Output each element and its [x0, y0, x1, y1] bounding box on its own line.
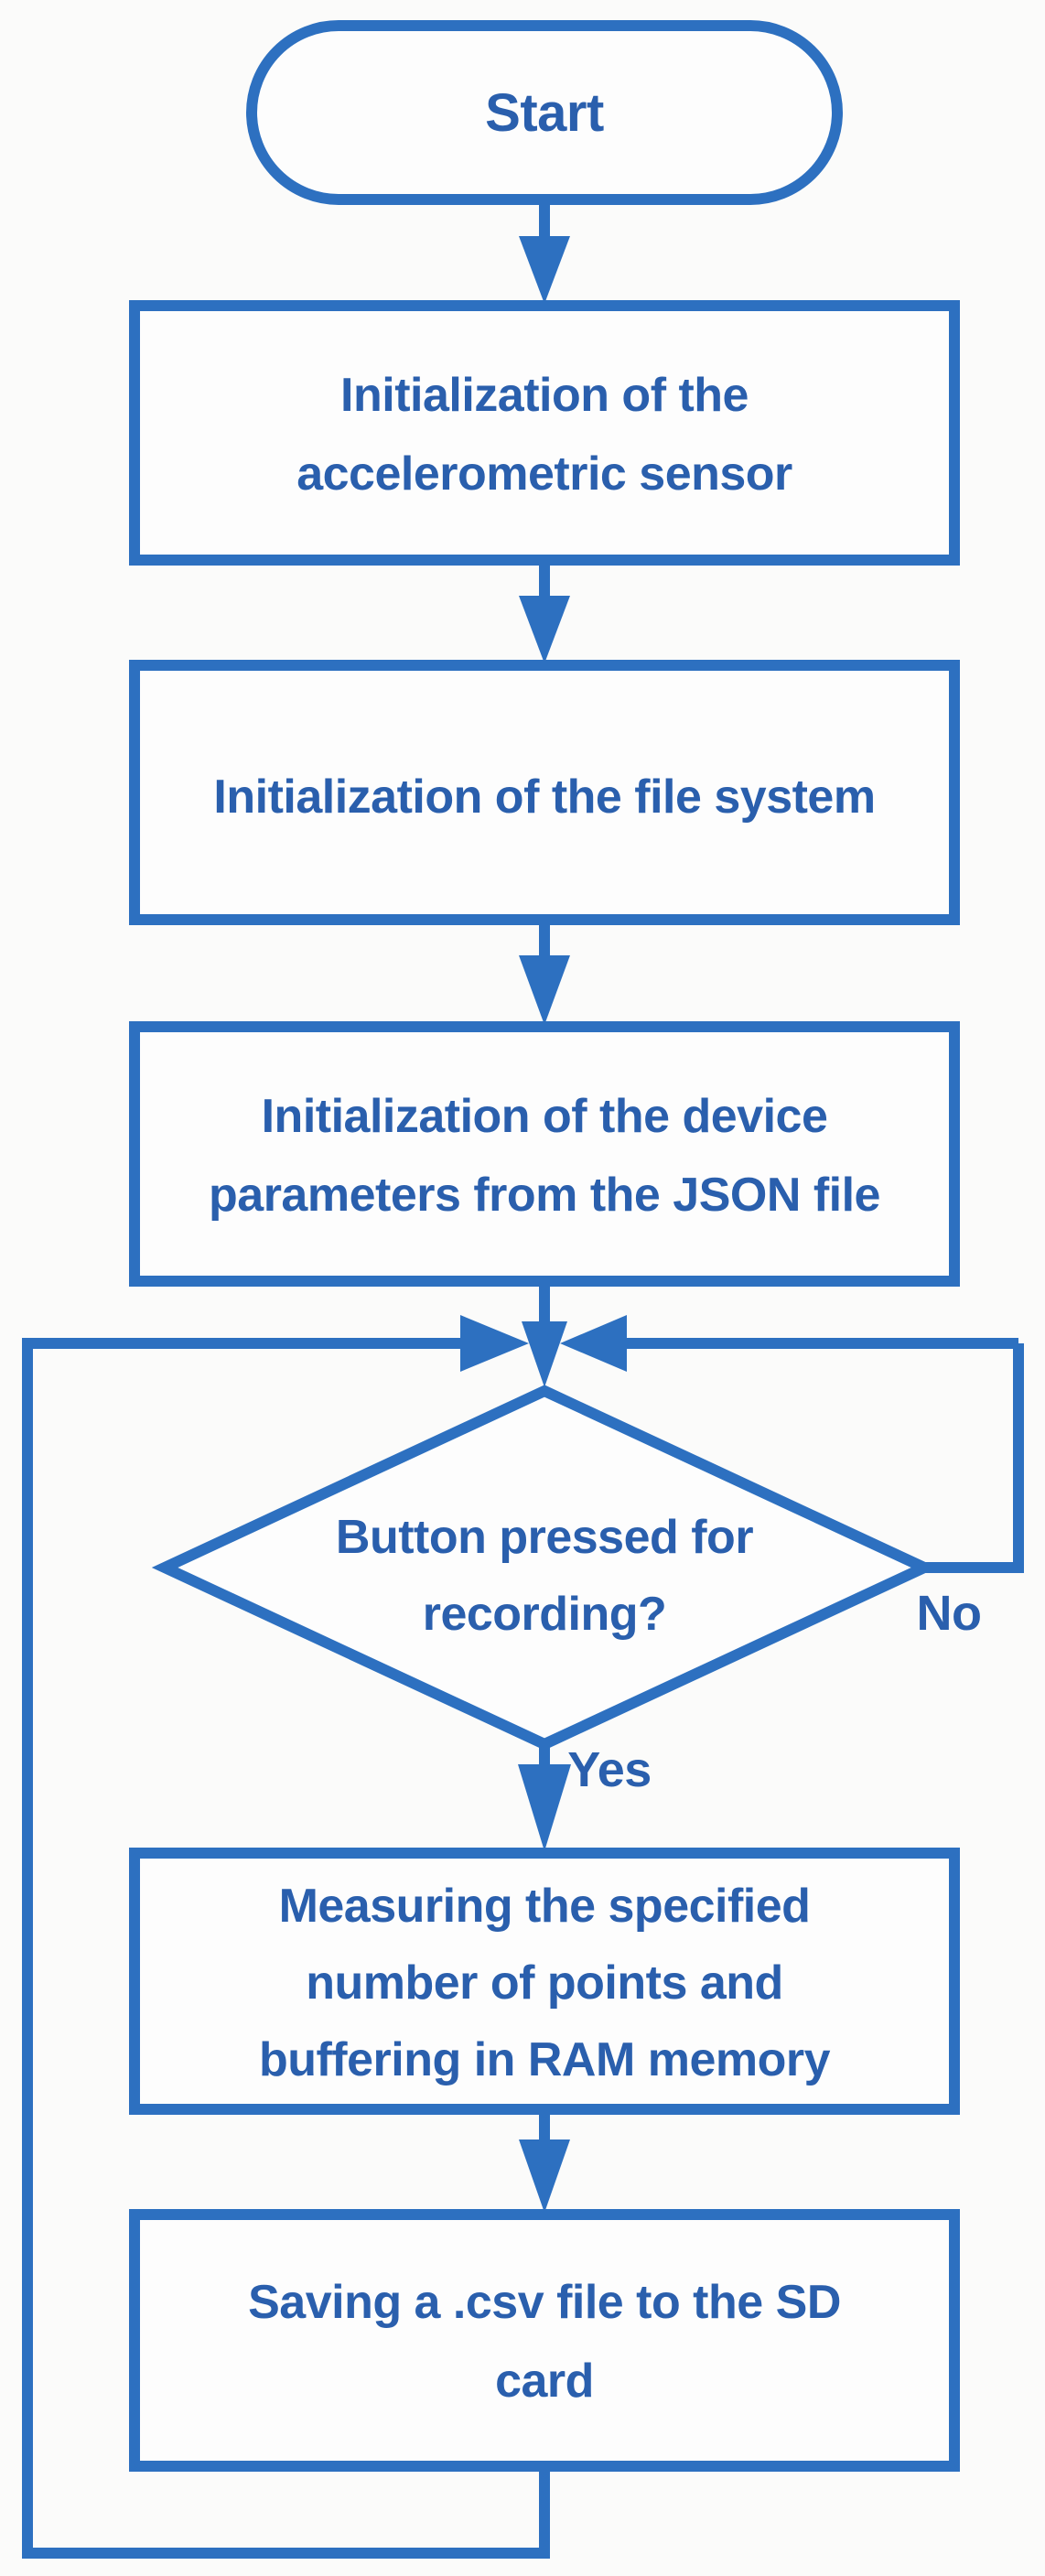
- decision-label-line2: recording?: [423, 1588, 667, 1641]
- loopback-left-line: [22, 1338, 550, 2559]
- init-params-label-line2: parameters from the JSON file: [209, 1169, 880, 1222]
- arrow-down-icon: [519, 596, 570, 663]
- no-branch-line: [924, 1343, 1024, 1573]
- arrow-right-icon: [460, 1315, 529, 1372]
- process-node-init-sensor: [129, 300, 960, 566]
- arrow-left-icon: [560, 1315, 627, 1372]
- process-node-init-filesystem: [129, 660, 960, 925]
- decision-label-line1: Button pressed for: [336, 1511, 753, 1564]
- process-node-save: [129, 2209, 960, 2472]
- yes-label: Yes: [567, 1742, 652, 1797]
- arrow-down-icon: [522, 1321, 567, 1387]
- measure-label-line3: buffering in RAM memory: [259, 2033, 831, 2086]
- save-label-line2: card: [495, 2355, 594, 2408]
- arrow-down-icon: [519, 2139, 570, 2213]
- init-filesystem-label: Initialization of the file system: [213, 771, 875, 824]
- process-node-measure: [129, 1848, 960, 2115]
- decision-node-button-pressed: [151, 1385, 938, 1751]
- init-sensor-label-line1: Initialization of the: [340, 369, 749, 422]
- save-label-line1: Saving a .csv file to the SD: [248, 2276, 841, 2329]
- process-node-init-params: [129, 1021, 960, 1287]
- init-params-label-line1: Initialization of the device: [262, 1090, 828, 1143]
- measure-label-line1: Measuring the specified: [279, 1880, 811, 1933]
- arrow-down-icon: [518, 1764, 571, 1851]
- init-sensor-label-line2: accelerometric sensor: [296, 447, 792, 501]
- arrow-down-icon: [519, 236, 570, 304]
- start-label: Start: [485, 83, 604, 143]
- arrow-down-icon: [519, 955, 570, 1025]
- measure-label-line2: number of points and: [306, 1956, 783, 2010]
- no-label: No: [917, 1586, 982, 1641]
